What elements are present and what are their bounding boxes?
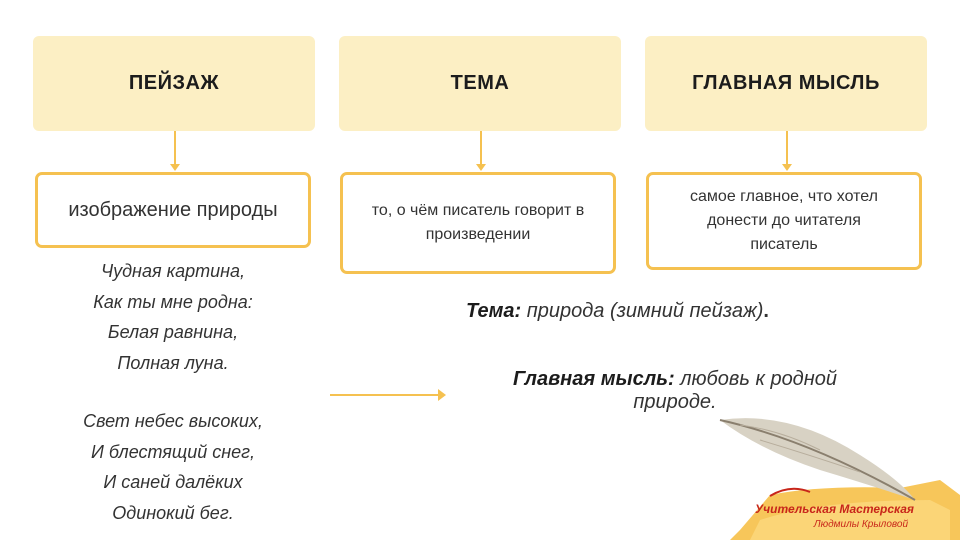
theme-end: . <box>763 300 769 322</box>
feather-scroll-icon <box>719 418 960 540</box>
logo-subtitle: Людмилы Крыловой <box>813 519 908 530</box>
right-arrow-icon <box>330 389 446 401</box>
poem-line: Как ты мне родна: <box>93 291 253 312</box>
main-idea-conclusion: Главная мысль: любовь к родной природе. <box>440 368 910 414</box>
connector-arrow-landscape <box>170 131 180 171</box>
poem-line: И саней далёких <box>103 472 243 492</box>
main-idea-value-2: природе. <box>633 391 717 413</box>
header-landscape: ПЕЙЗАЖ <box>33 36 315 131</box>
poem-line: Полная луна. <box>117 352 229 373</box>
poem-line: Белая равнина, <box>107 322 239 342</box>
main-idea-label: Главная мысль: <box>513 368 675 390</box>
theme-label: Тема: <box>466 300 522 322</box>
poem-line: Одинокий бег. <box>112 502 234 523</box>
header-theme: ТЕМА <box>339 36 621 131</box>
header-main-idea: ГЛАВНАЯ МЫСЛЬ <box>645 36 927 131</box>
definition-landscape: изображение природы <box>35 172 311 248</box>
connector-arrow-theme <box>476 131 486 171</box>
teacher-workshop-logo: Учительская Мастерская Людмилы Крыловой <box>700 400 960 540</box>
theme-conclusion: Тема: природа (зимний пейзаж). <box>466 300 886 323</box>
connector-arrow-main-idea <box>782 131 792 171</box>
poem-line: Свет небес высоких, <box>83 411 263 431</box>
theme-value: природа (зимний пейзаж) <box>526 300 764 322</box>
definition-theme: то, о чём писатель говорит в произведени… <box>340 172 616 274</box>
poem-line: Чудная картина, <box>100 261 246 281</box>
poem-line: И блестящий снег, <box>90 441 256 462</box>
main-idea-value: любовь к родной <box>680 368 837 390</box>
poem: Чудная картина, Как ты мне родна: Белая … <box>28 256 318 528</box>
logo-title: Учительская Мастерская <box>755 502 914 516</box>
definition-main-idea: самое главное, что хотел донести до чита… <box>646 172 922 270</box>
